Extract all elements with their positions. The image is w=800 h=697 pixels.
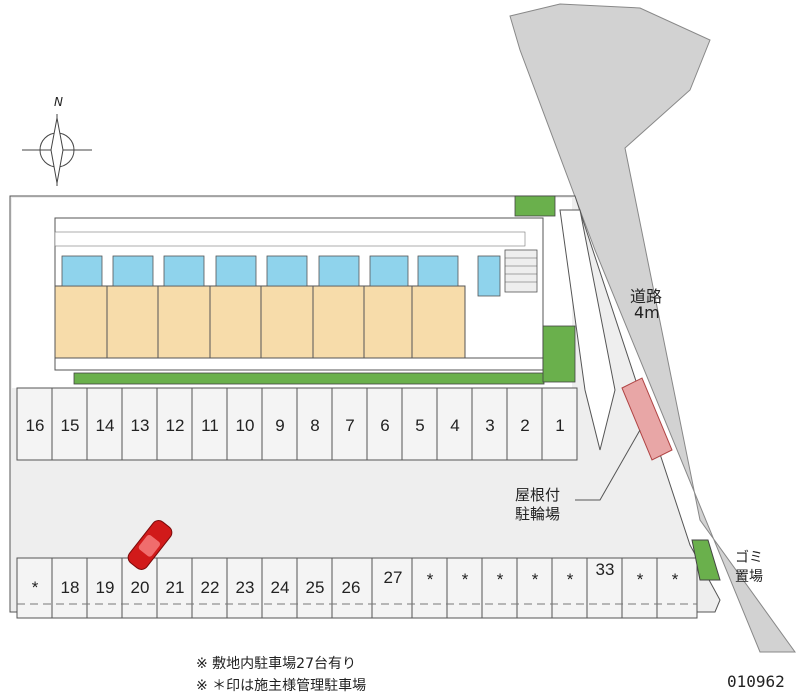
slot-number: 1	[555, 416, 565, 435]
slot-number: 2	[520, 416, 530, 435]
compass-north-label: N	[54, 95, 63, 109]
note-owner-managed: ※ ＊印は施主様管理駐車場	[196, 678, 367, 694]
garbage-station	[691, 539, 721, 581]
slot-number: 4	[450, 416, 460, 435]
apartment-building	[54, 217, 544, 371]
slot-number: 20	[130, 578, 150, 597]
slot-number: *	[566, 570, 574, 589]
slot-number: *	[426, 570, 434, 589]
slot-number: 11	[201, 416, 219, 435]
slot-number: *	[636, 570, 644, 589]
slot-number: 27	[383, 568, 403, 587]
entrance-strip	[514, 195, 556, 217]
slot-number: 9	[275, 416, 285, 435]
slot-number: 14	[95, 416, 115, 435]
slot-number: *	[31, 578, 39, 597]
slot-number: 25	[305, 578, 325, 597]
slot-number: 24	[270, 578, 290, 597]
slot-number: 3	[485, 416, 495, 435]
property-code: 010962	[727, 672, 785, 691]
road-width-label: 4m	[634, 303, 660, 322]
slot-number: *	[496, 570, 504, 589]
bicycle-parking-label-line1: 屋根付	[515, 486, 561, 504]
slot-number: *	[671, 570, 679, 589]
slot-number: 21	[165, 578, 185, 597]
slot-number: 15	[60, 416, 80, 435]
slot-number: 23	[235, 578, 255, 597]
road	[509, 3, 796, 653]
slot-number: 5	[415, 416, 425, 435]
garbage-label-line2: 置場	[735, 569, 763, 585]
bicycle-roof	[621, 377, 673, 461]
slot-number: *	[531, 570, 539, 589]
bottom-parking-row	[16, 557, 698, 619]
hedge	[73, 372, 545, 385]
slot-number: 10	[235, 416, 255, 435]
slot-number: 6	[380, 416, 390, 435]
bicycle-leader-line	[575, 429, 641, 501]
bicycle-parking-structure	[559, 209, 616, 451]
garbage-label-line1: ゴミ	[735, 550, 763, 566]
garden	[542, 325, 576, 383]
slot-number: 33	[595, 560, 615, 579]
slot-number: 12	[165, 416, 185, 435]
slot-number: 8	[310, 416, 320, 435]
slot-number: 26	[341, 578, 361, 597]
note-parking-count: ※ 敷地内駐車場27台有り	[196, 656, 356, 672]
slot-number: *	[461, 570, 469, 589]
bicycle-parking-label-line2: 駐輪場	[515, 505, 561, 523]
slot-number: 18	[60, 578, 80, 597]
road-name-label: 道路	[630, 287, 663, 306]
compass	[22, 114, 92, 186]
slot-number: 7	[345, 416, 355, 435]
slot-number: 22	[200, 578, 220, 597]
slot-number: 13	[130, 416, 150, 435]
slot-number: 16	[25, 416, 45, 435]
red-car	[127, 520, 173, 570]
slot-number: 19	[95, 578, 115, 597]
